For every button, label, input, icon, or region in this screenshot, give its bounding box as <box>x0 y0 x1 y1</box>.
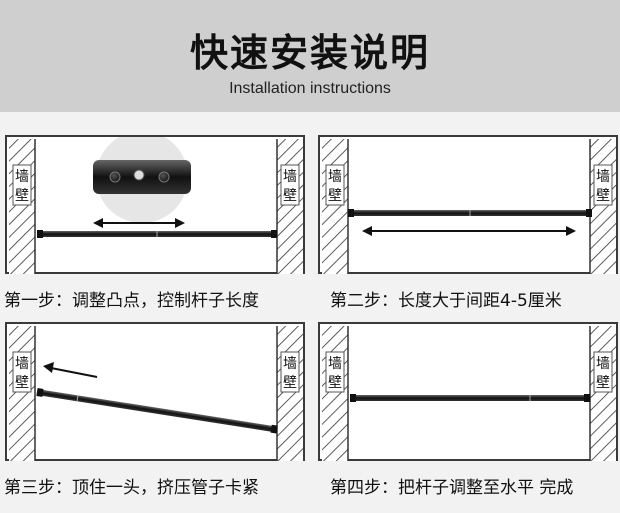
left-wall-label-1: 墙 <box>15 169 29 185</box>
tension-rod <box>37 230 277 238</box>
svg-text:墙: 墙 <box>283 356 297 372</box>
step-4-caption: 第四步：把杆子调整至水平 完成 <box>330 478 574 498</box>
svg-text:墙: 墙 <box>15 356 29 372</box>
right-wall-label-1: 墙 <box>283 169 297 185</box>
left-wall <box>9 139 35 274</box>
right-wall <box>277 326 303 461</box>
right-wall <box>590 326 616 461</box>
svg-text:墙: 墙 <box>596 169 610 185</box>
step-1-panel: 墙 壁 墙 壁 <box>5 135 305 274</box>
header-banner: 快速安装说明 Installation instructions <box>0 0 620 112</box>
svg-text:壁: 壁 <box>15 375 29 391</box>
step-2-panel: 墙 壁 墙 壁 <box>318 135 618 274</box>
page-subtitle: Installation instructions <box>229 80 391 97</box>
right-wall <box>590 139 616 274</box>
step-3-panel: 墙 壁 墙 壁 <box>5 322 305 461</box>
tension-rod <box>36 388 278 434</box>
left-wall <box>322 139 348 274</box>
svg-text:壁: 壁 <box>283 375 297 391</box>
step-3-caption: 第三步：顶住一头，挤压管子卡紧 <box>4 478 259 498</box>
svg-text:壁: 壁 <box>596 375 610 391</box>
svg-text:壁: 壁 <box>596 188 610 204</box>
svg-text:壁: 壁 <box>328 188 342 204</box>
double-arrow-icon <box>93 218 185 228</box>
right-wall-label-2: 壁 <box>283 188 297 204</box>
left-wall-label-2: 壁 <box>15 188 29 204</box>
left-wall <box>9 326 35 461</box>
bump-detail-icon <box>93 137 191 223</box>
tension-rod <box>348 209 592 217</box>
step-1-caption: 第一步：调整凸点，控制杆子长度 <box>4 291 259 311</box>
page-title: 快速安装说明 <box>189 31 430 75</box>
step-4-panel: 墙 壁 墙 壁 <box>318 322 618 461</box>
left-wall <box>322 326 348 461</box>
step-2-caption: 第二步：长度大于间距4-5厘米 <box>330 291 562 311</box>
svg-text:墙: 墙 <box>328 169 342 185</box>
tension-rod <box>350 394 590 402</box>
left-arrow-icon <box>43 362 98 378</box>
right-wall <box>277 139 303 274</box>
double-arrow-icon <box>362 226 576 236</box>
svg-text:壁: 壁 <box>328 375 342 391</box>
svg-text:墙: 墙 <box>596 356 610 372</box>
svg-text:墙: 墙 <box>328 356 342 372</box>
